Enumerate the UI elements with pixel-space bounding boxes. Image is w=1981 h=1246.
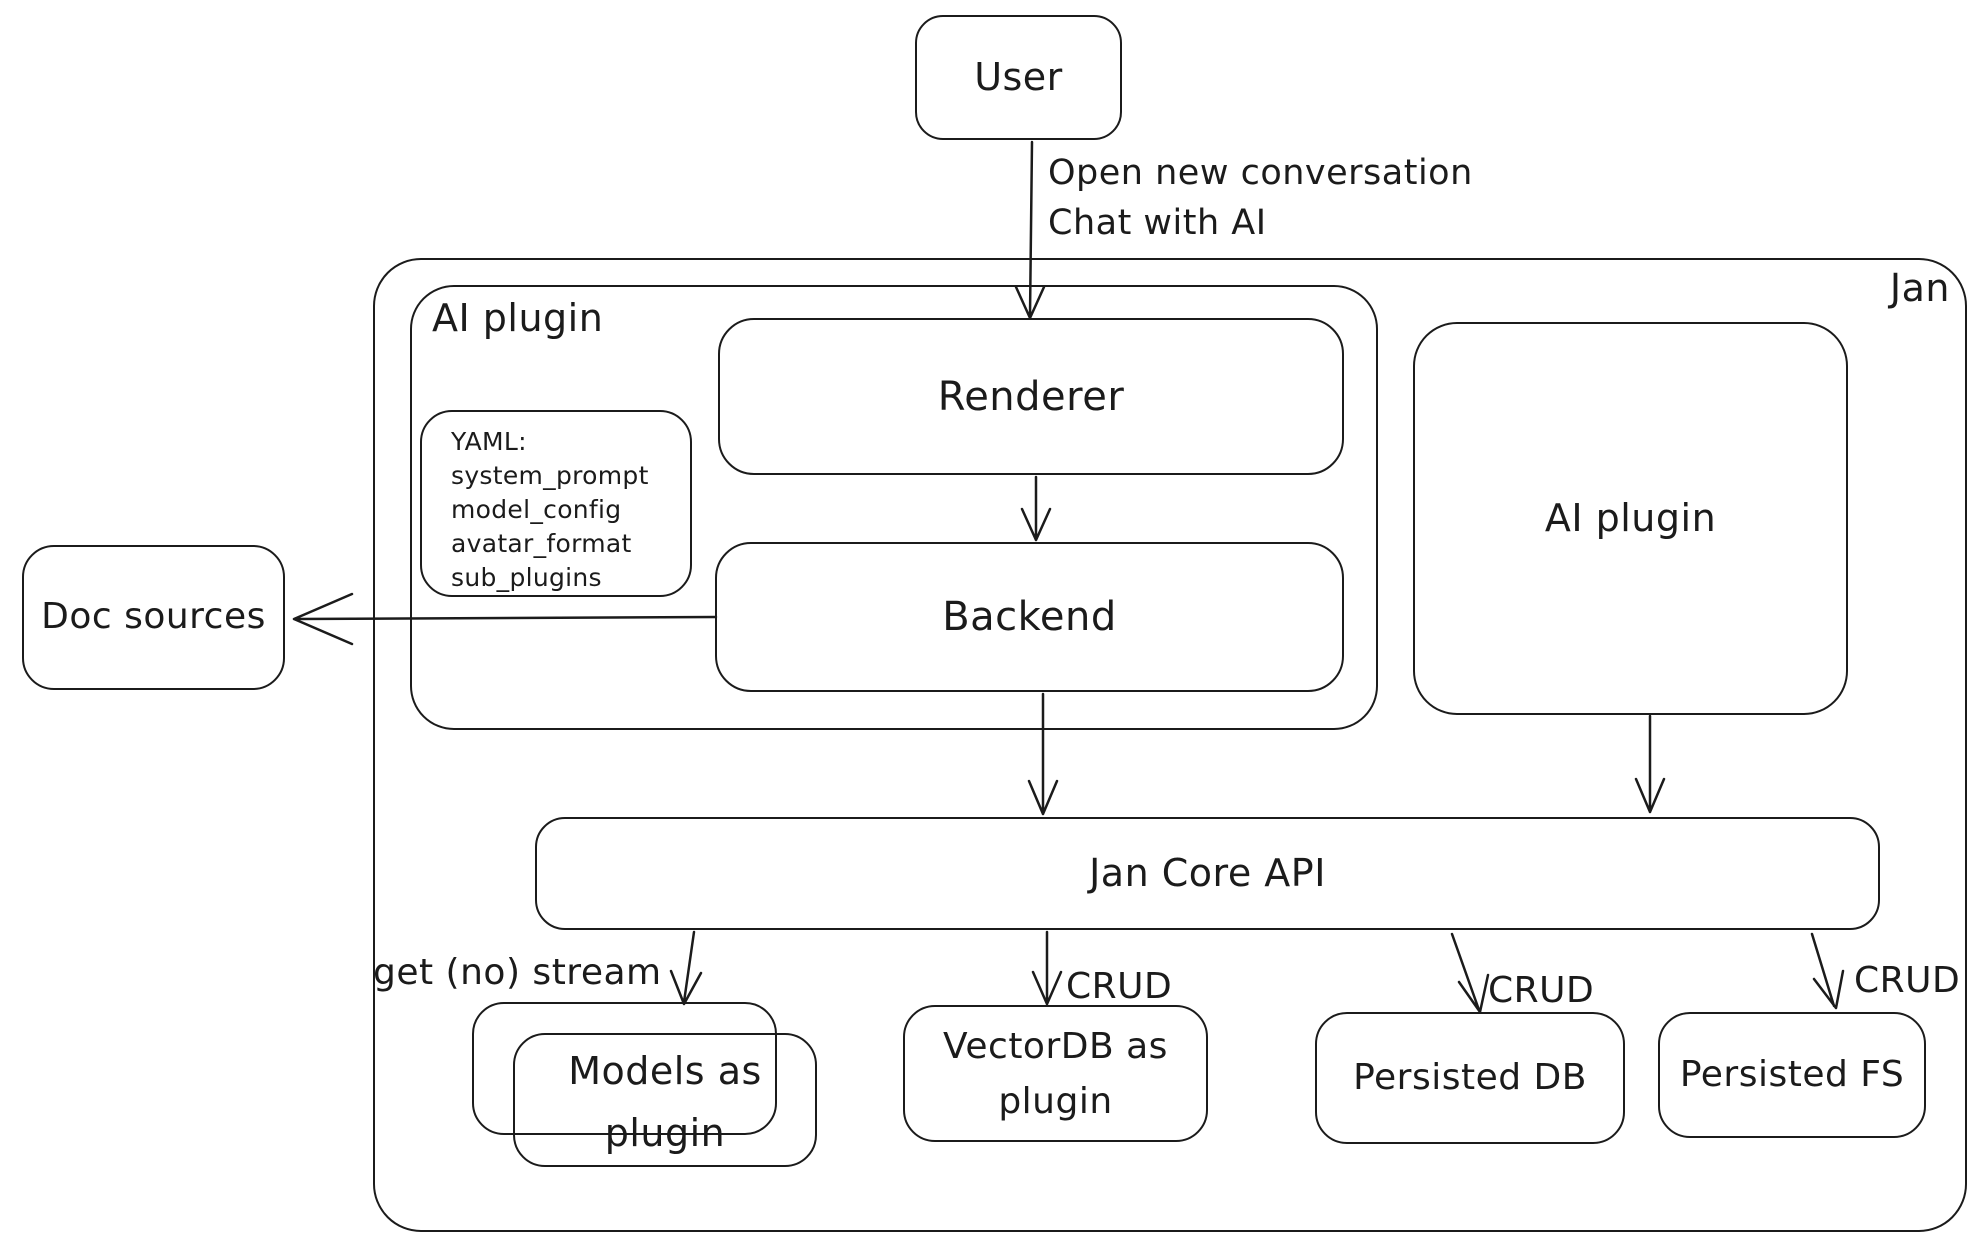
get-no-stream-label: get (no) stream — [373, 952, 662, 993]
doc-sources-label: Doc sources — [41, 596, 266, 638]
vectordb-as-plugin-box: VectorDB as plugin — [903, 1005, 1208, 1142]
crud-persisted-db-label: CRUD — [1488, 970, 1595, 1011]
ai-plugin-left-container — [410, 285, 1378, 730]
persisted-db-box: Persisted DB — [1315, 1012, 1625, 1144]
models-as-plugin-front-box — [513, 1033, 817, 1167]
persisted-db-label: Persisted DB — [1353, 1056, 1587, 1098]
crud-vectordb-label: CRUD — [1066, 966, 1173, 1007]
ai-plugin-right-box: AI plugin — [1413, 322, 1848, 715]
backend-label: Backend — [942, 594, 1117, 640]
yaml-note-text: YAML: system_prompt model_config avatar_… — [451, 427, 649, 592]
backend-box: Backend — [715, 542, 1344, 692]
doc-sources-box: Doc sources — [22, 545, 285, 690]
user-label: User — [974, 54, 1063, 99]
user-flow-label: Open new conversation Chat with AI — [1048, 153, 1473, 243]
models-as-plugin-back-box — [472, 1002, 777, 1135]
vectordb-as-plugin-label: VectorDB as plugin — [943, 1025, 1168, 1122]
yaml-note-box: YAML: system_prompt model_config avatar_… — [420, 410, 692, 597]
jan-container-label: Jan — [1889, 266, 1950, 310]
ai-plugin-right-label: AI plugin — [1544, 495, 1717, 540]
persisted-fs-box: Persisted FS — [1658, 1012, 1926, 1138]
jan-container — [373, 258, 1967, 1232]
renderer-box: Renderer — [718, 318, 1344, 475]
models-as-plugin-label: Models as plugin — [568, 1049, 762, 1155]
jan-core-api-box: Jan Core API — [535, 817, 1880, 930]
persisted-fs-label: Persisted FS — [1679, 1053, 1905, 1095]
user-box: User — [915, 15, 1122, 140]
jan-core-api-label: Jan Core API — [1089, 850, 1326, 895]
crud-persisted-fs-label: CRUD — [1854, 960, 1961, 1001]
ai-plugin-left-label: AI plugin — [432, 296, 604, 340]
renderer-label: Renderer — [937, 373, 1125, 420]
